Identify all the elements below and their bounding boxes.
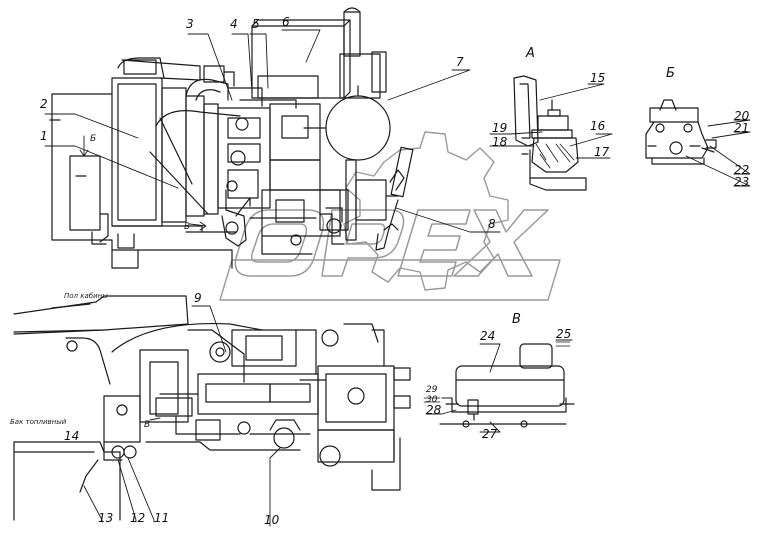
callout-21: 21 xyxy=(734,121,750,135)
callout-28: 28 xyxy=(426,403,442,417)
callout-25: 25 xyxy=(556,327,572,341)
callout-5: 5 xyxy=(252,17,260,31)
opex-watermark-logo xyxy=(219,131,561,301)
callout-15: 15 xyxy=(590,71,606,85)
leader-lines xyxy=(44,29,751,527)
callout-1: 1 xyxy=(40,129,48,143)
arrow-mark-v-top: В xyxy=(184,222,191,232)
callout-10: 10 xyxy=(264,513,280,527)
bottom-main-view xyxy=(13,295,411,521)
view-b-label: Б xyxy=(666,66,675,81)
callout-27: 27 xyxy=(482,427,498,441)
callout-13: 13 xyxy=(98,511,114,525)
callout-16: 16 xyxy=(590,119,606,133)
top-main-view xyxy=(49,7,414,269)
callout-4: 4 xyxy=(230,17,238,31)
arrow-mark-b: Б xyxy=(90,134,97,144)
callout-20: 20 xyxy=(734,109,750,123)
callout-30: 30 xyxy=(426,395,438,405)
arrow-mark-v-bottom: В xyxy=(144,420,151,430)
callout-29: 29 xyxy=(426,385,438,395)
callout-22: 22 xyxy=(734,163,750,177)
view-b xyxy=(645,99,717,165)
callout-18: 18 xyxy=(492,135,508,149)
callout-7: 7 xyxy=(456,55,464,69)
callout-12: 12 xyxy=(130,511,146,525)
view-v xyxy=(439,343,575,428)
cab-floor-note: Пол кабины xyxy=(64,292,108,300)
callout-23: 23 xyxy=(734,175,750,189)
callout-11: 11 xyxy=(154,511,170,525)
callout-8: 8 xyxy=(488,217,496,231)
callout-9: 9 xyxy=(194,291,202,305)
view-a-label: А xyxy=(526,46,535,61)
callout-6: 6 xyxy=(282,15,290,29)
callout-3: 3 xyxy=(186,17,194,31)
callout-2: 2 xyxy=(40,97,48,111)
callout-17: 17 xyxy=(594,145,610,159)
callout-19: 19 xyxy=(492,121,508,135)
callout-24: 24 xyxy=(480,329,496,343)
view-v-label: В xyxy=(512,312,521,327)
view-a xyxy=(513,75,587,191)
callout-14: 14 xyxy=(64,429,80,443)
fuel-tank-note: Бак топливный xyxy=(10,418,67,426)
